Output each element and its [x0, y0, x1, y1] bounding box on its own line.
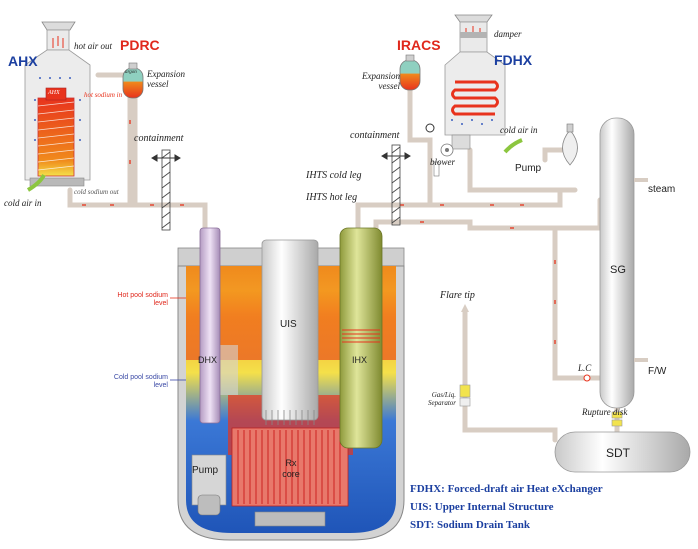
fdhx-unit	[440, 14, 523, 157]
label-expansion-vessel-left: Expansion vessel	[147, 69, 193, 90]
rx-core-text: Rx core	[282, 458, 300, 479]
legend-uis: UIS: Upper Internal Structure	[410, 501, 554, 513]
expansion-vessel-left-text: Expansion vessel	[147, 69, 185, 89]
expansion-vessel-right-text: Expansion vessel	[362, 71, 400, 91]
label-expansion-vessel-right: Expansion vessel	[362, 71, 400, 92]
hot-pool-level-text: Hot pool sodium level	[117, 292, 168, 308]
label-ihts-hot-leg: IHTS hot leg	[306, 192, 358, 203]
steam-generator	[583, 117, 648, 432]
label-pdrc: PDRC	[120, 37, 160, 53]
reactor-vessel	[177, 227, 405, 541]
label-uis: UIS	[280, 319, 297, 330]
pipe-network	[67, 72, 613, 443]
label-ahx-core: AHX	[48, 90, 60, 96]
iracs-valve	[425, 123, 435, 133]
flare-separator	[459, 304, 471, 407]
label-ahx: AHX	[8, 53, 38, 69]
label-cold-air-in-right: cold air in	[500, 125, 538, 135]
label-ihx: IHX	[352, 355, 368, 365]
label-pump-bottom: Pump	[192, 465, 219, 476]
level-markers	[170, 297, 186, 381]
cold-pool-level-text: Cold pool sodium level	[113, 374, 168, 390]
label-sg: SG	[610, 264, 626, 276]
label-cold-air-in-left: cold air in	[4, 198, 42, 208]
label-ihts-cold-leg: IHTS cold leg	[306, 170, 362, 181]
label-argon: argon	[125, 70, 137, 75]
label-rupture-disk: Rupture disk	[582, 407, 628, 417]
legend-fdhx: FDHX: Forced-draft air Heat eXchanger	[410, 483, 603, 495]
label-sdt: SDT	[606, 446, 630, 460]
label-blower: blower	[430, 157, 456, 167]
label-steam: steam	[648, 184, 676, 195]
pipe-flow-marks	[82, 120, 614, 344]
label-cold-pool-level: Cold pool sodium level	[108, 374, 168, 391]
label-containment-left: containment	[134, 133, 184, 144]
label-fdhx: FDHX	[494, 52, 533, 68]
label-iracs: IRACS	[397, 37, 441, 53]
label-hot-sodium-in: hot sodium in	[84, 91, 123, 99]
legend-sdt: SDT: Sodium Drain Tank	[410, 519, 530, 531]
label-containment-right: containment	[350, 130, 400, 141]
iracs-flowmeter	[433, 161, 440, 177]
label-hot-air-out: hot air out	[74, 41, 113, 51]
label-dhx: DHX	[198, 355, 218, 365]
containment-walls	[151, 144, 411, 231]
expansion-vessel-right	[399, 54, 421, 91]
label-cold-sodium-out: cold sodium out	[74, 188, 119, 196]
sodium-drain-tank	[554, 431, 691, 473]
label-hot-pool-level: Hot pool sodium level	[108, 292, 168, 309]
expansion-vessel-left	[122, 62, 144, 99]
gas-liq-separator-text: Gas/Liq. Separator	[428, 391, 456, 407]
label-lc: L.C	[578, 363, 592, 373]
label-pump-top: Pump	[515, 163, 542, 174]
label-flare-tip: Flare tip	[440, 290, 475, 301]
label-rx-core: Rx core	[278, 458, 304, 480]
ahx-unit	[24, 21, 91, 192]
label-gas-liq-separator: Gas/Liq. Separator	[414, 391, 456, 407]
label-damper: damper	[494, 29, 522, 39]
label-fw: F/W	[648, 366, 667, 377]
ihts-pump	[562, 123, 578, 166]
